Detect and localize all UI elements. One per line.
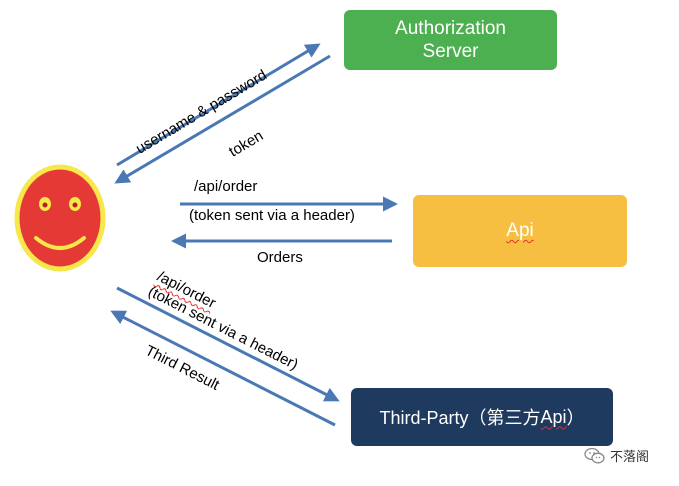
- third-party-label-prefix: Third-Party（第三方: [379, 408, 541, 428]
- arrow-from-auth-server: [114, 54, 331, 184]
- arrow-from-third-party: [110, 310, 336, 427]
- arrow-to-third-party: [116, 286, 340, 402]
- arrow-to-auth-server: [116, 43, 321, 167]
- user-smiley-icon: [14, 164, 106, 272]
- edge-label-token-header: (token sent via a header): [189, 207, 355, 224]
- third-party-label-api: Api: [540, 406, 567, 427]
- api-node: Api: [413, 195, 627, 267]
- watermark: 不落阁: [584, 446, 649, 465]
- edge-label-api-order: /api/order: [194, 178, 258, 195]
- edge-label-orders: Orders: [257, 249, 303, 266]
- third-party-label-suffix: ）: [566, 408, 585, 428]
- watermark-text: 不落阁: [610, 449, 650, 464]
- authorization-server-node: Authorization Server: [344, 10, 557, 70]
- wechat-icon: [584, 447, 605, 463]
- authorization-server-title-line2: Server: [422, 41, 479, 62]
- api-node-label: Api: [506, 220, 534, 241]
- authorization-server-title-line1: Authorization: [395, 18, 506, 39]
